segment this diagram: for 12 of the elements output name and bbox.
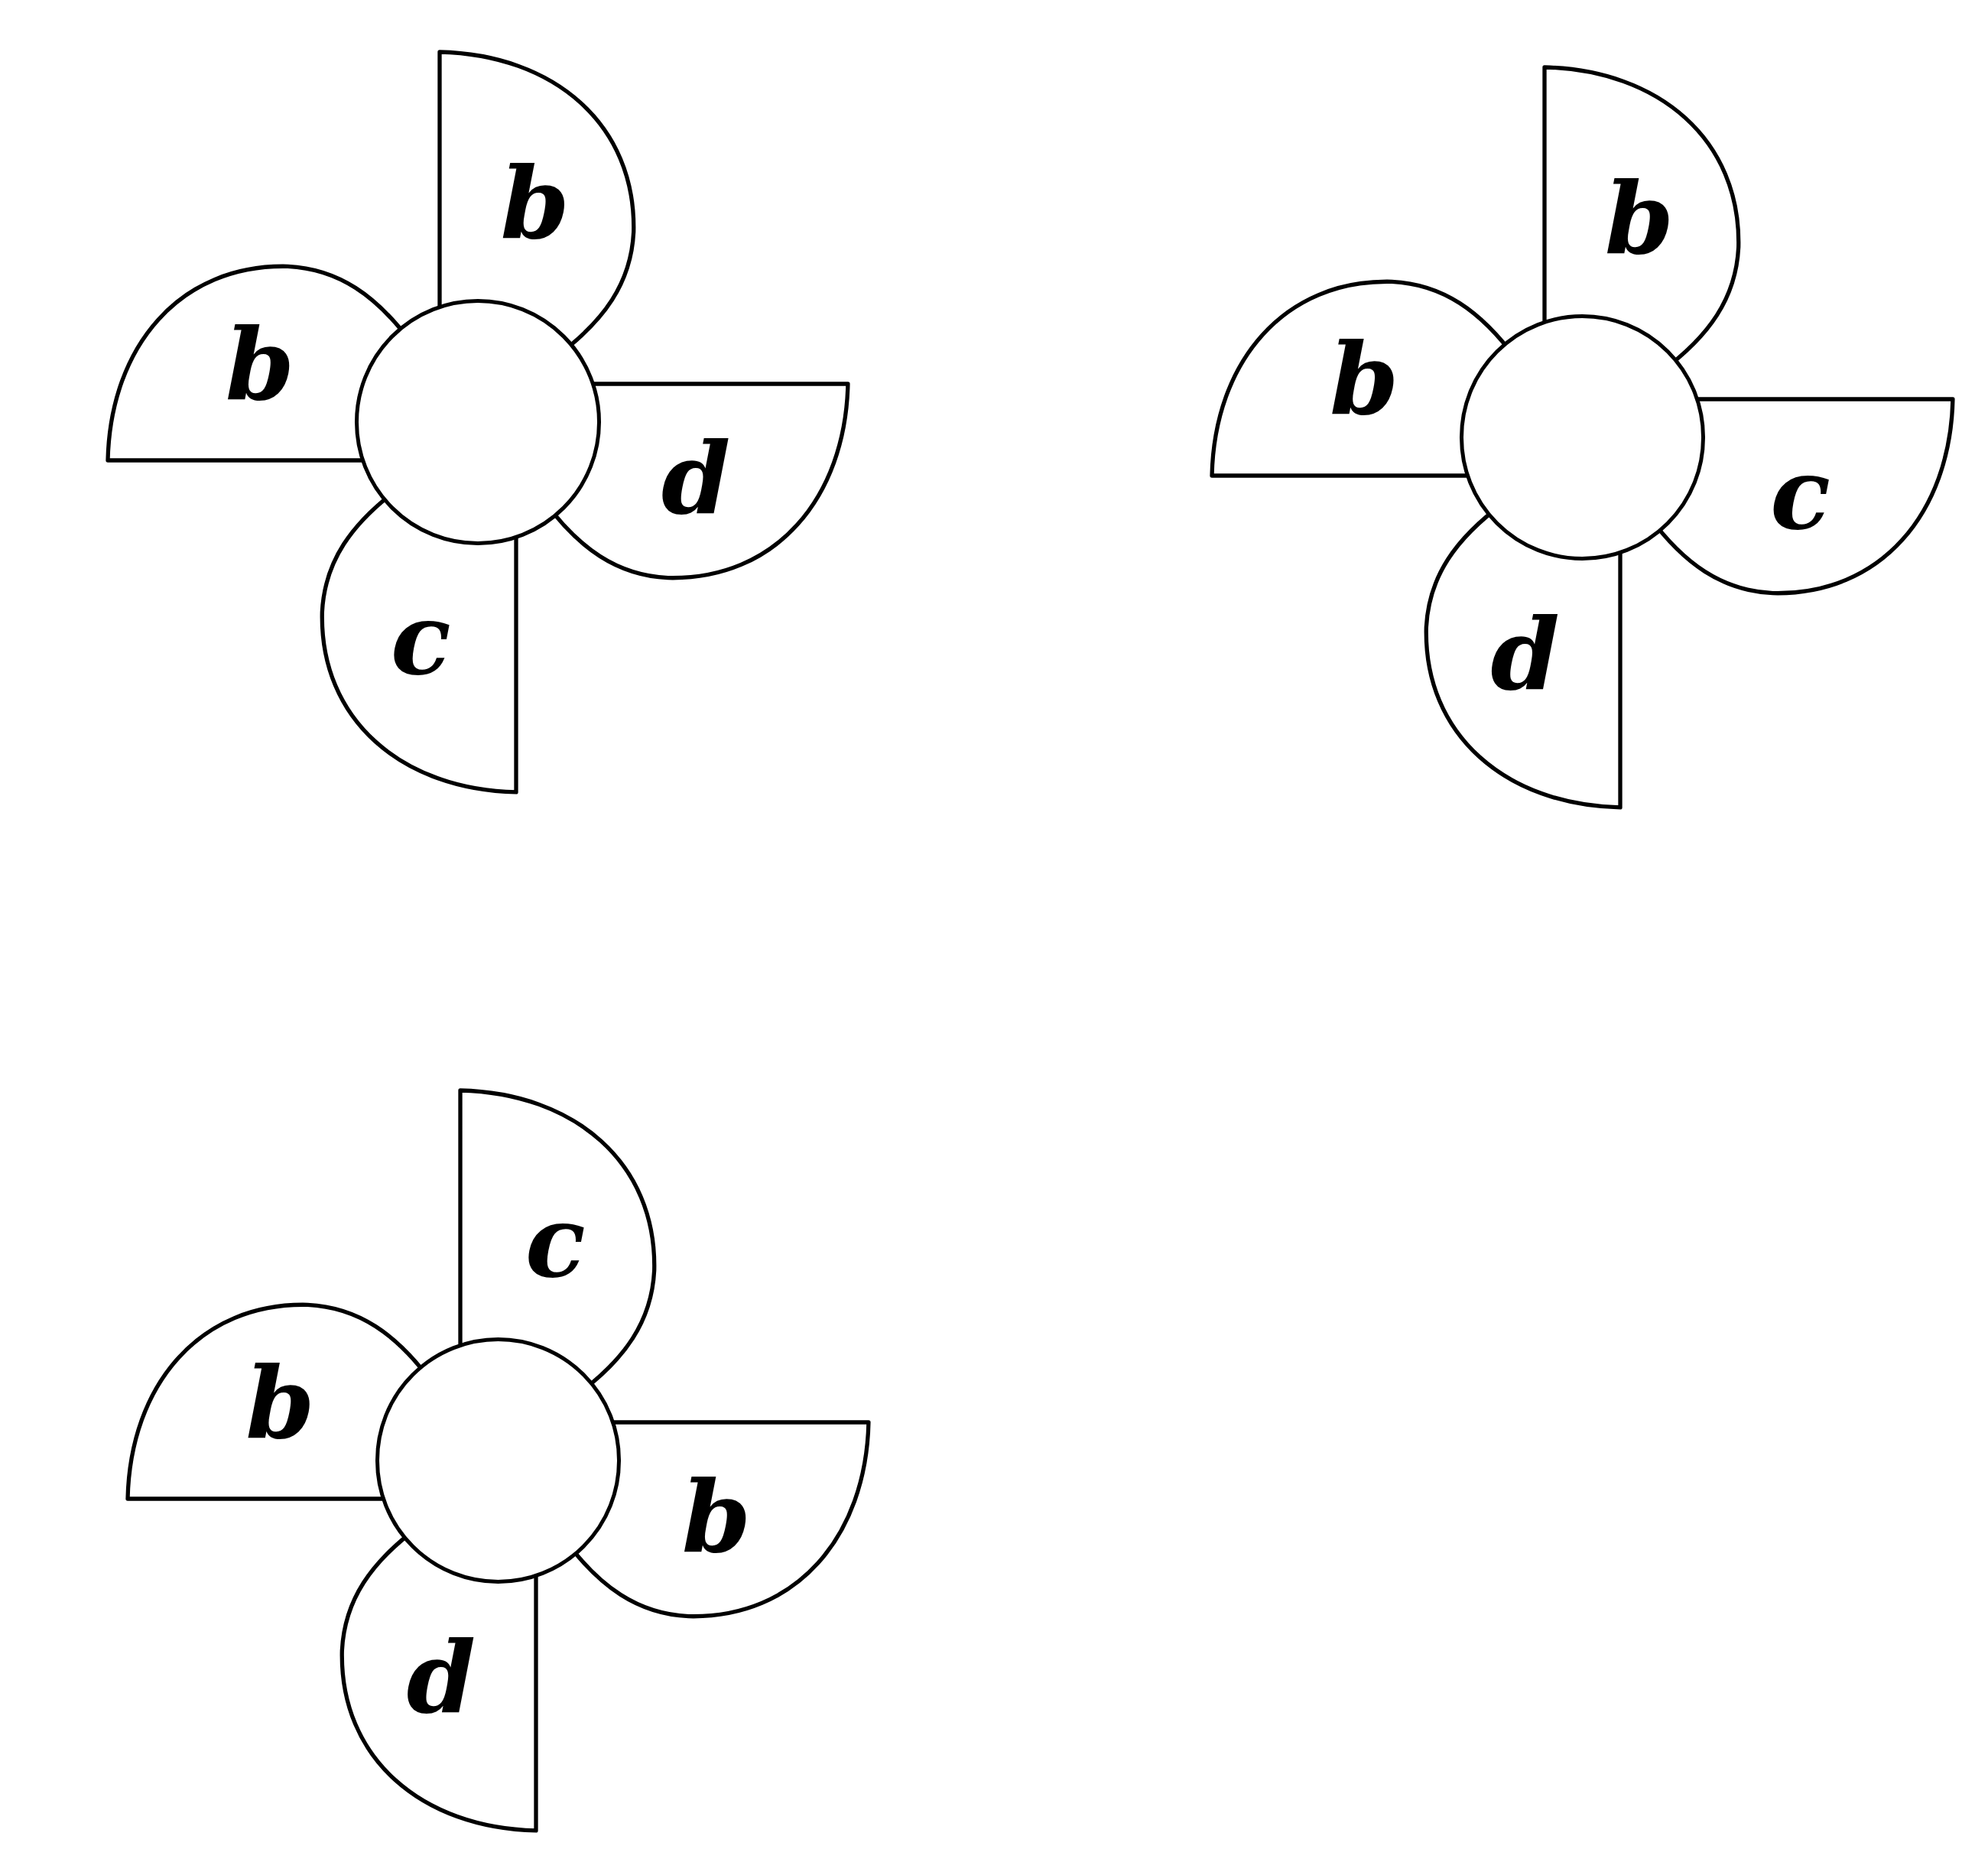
blade-label: b — [500, 154, 570, 254]
blade-label: d — [1490, 606, 1560, 705]
blade-label: c — [525, 1193, 586, 1292]
blade-label: b — [1604, 170, 1675, 269]
blade-label: c — [391, 590, 451, 691]
blade-label: c — [1770, 445, 1830, 544]
blade-label: b — [245, 1353, 315, 1454]
blade-label: b — [225, 315, 295, 415]
blade-label: b — [1329, 330, 1399, 431]
blade-label: d — [661, 430, 731, 529]
blade-label: d — [406, 1629, 476, 1729]
blade-label: b — [681, 1468, 752, 1568]
